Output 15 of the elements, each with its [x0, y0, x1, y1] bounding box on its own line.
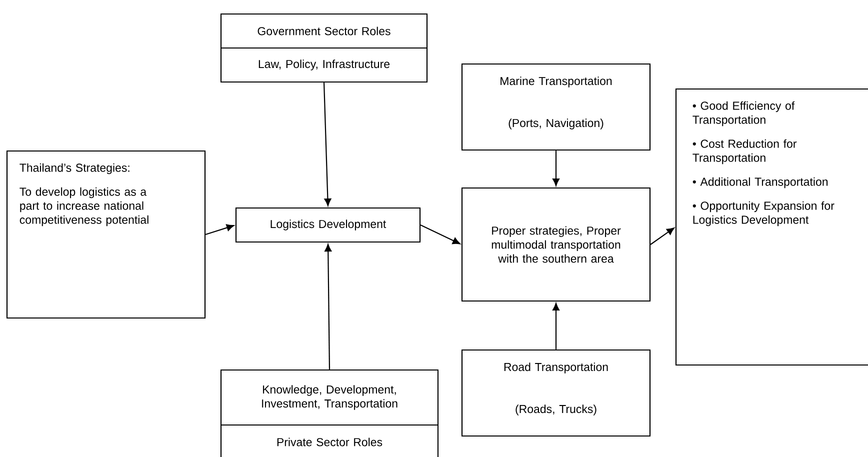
arrow [650, 228, 674, 245]
arrow [324, 244, 332, 370]
process-box: Knowledge, Development, Investment, Transportation Private Sector Roles [220, 369, 439, 457]
process-box: • Good Efficiency of Transportation • Cost Reduction for Transportation • Additional Transportation • Opportunity Expansion for Logistics Development [675, 88, 868, 366]
arrow [205, 224, 234, 236]
arrow [552, 150, 560, 186]
process-box: Thailand’s Strategies: To develop logistics as a part to increase national competitiveness potential [6, 150, 206, 319]
process-box: Road Transportation (Roads, Trucks) [461, 349, 651, 437]
arrow [420, 224, 460, 244]
process-box: Government Sector Roles Law, Policy, Infrastructure [220, 13, 428, 83]
process-box: Proper strategies, Proper multimodal transportation with the southern area [461, 187, 651, 302]
arrow [323, 82, 332, 206]
arrow [552, 302, 560, 350]
process-box: Marine Transportation (Ports, Navigation) [461, 63, 651, 151]
process-box: Logistics Development [235, 207, 421, 243]
